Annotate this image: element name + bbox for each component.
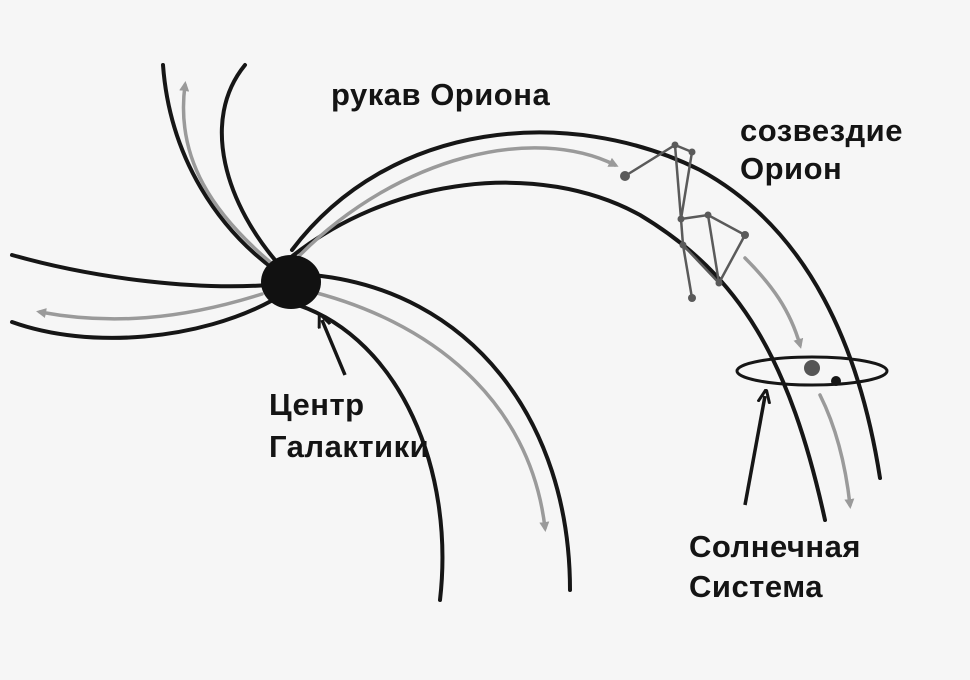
arm-lower-edge-left <box>296 303 445 602</box>
solar-system-pointer-arrow <box>743 396 765 506</box>
orion-arm-edge-outer <box>290 130 882 480</box>
galactic-center-label: Центр Галактики <box>269 384 429 468</box>
solar-orbit-ellipse <box>735 355 889 387</box>
galactic-center-line-1: Центр <box>269 387 365 422</box>
flow-arrow-orion-arm-mid <box>743 256 804 349</box>
solar-system-line-1: Солнечная <box>689 529 861 564</box>
arm-left-edge-upper <box>10 253 270 289</box>
orion-constellation-line-1: созвездие <box>740 113 903 148</box>
solar-system-label: Солнечная Система <box>689 527 861 607</box>
galactic-core-icon <box>261 255 321 309</box>
orion-constellation-line-2: Орион <box>740 151 843 186</box>
orion-arm-edge-inner <box>283 180 827 522</box>
flow-arrow-orion-arm <box>298 146 619 257</box>
flow-arrow-lower <box>303 288 550 532</box>
orion-arm-label-text: рукав Ориона <box>331 77 551 112</box>
arm-lower-edge-right <box>310 273 572 592</box>
arm-left-edge-lower <box>10 298 275 340</box>
orion-arm-label: рукав Ориона <box>331 76 550 114</box>
arm-upper-left-edge-inner <box>219 63 284 270</box>
orion-constellation-label: созвездие Орион <box>740 112 903 188</box>
flow-arrow-upper-left <box>179 81 272 264</box>
galactic-center-pointer-arrow <box>322 320 347 376</box>
galactic-center-line-2: Галактики <box>269 429 430 464</box>
sun-dot <box>804 360 820 376</box>
planet-dot <box>831 376 841 386</box>
arm-upper-left-edge-outer <box>161 63 277 272</box>
flow-arrow-orion-arm-end <box>818 393 855 509</box>
orion-constellation-figure <box>620 141 749 302</box>
solar-system-icon <box>735 355 889 387</box>
solar-system-line-2: Система <box>689 569 823 604</box>
flow-arrow-left <box>36 292 264 321</box>
